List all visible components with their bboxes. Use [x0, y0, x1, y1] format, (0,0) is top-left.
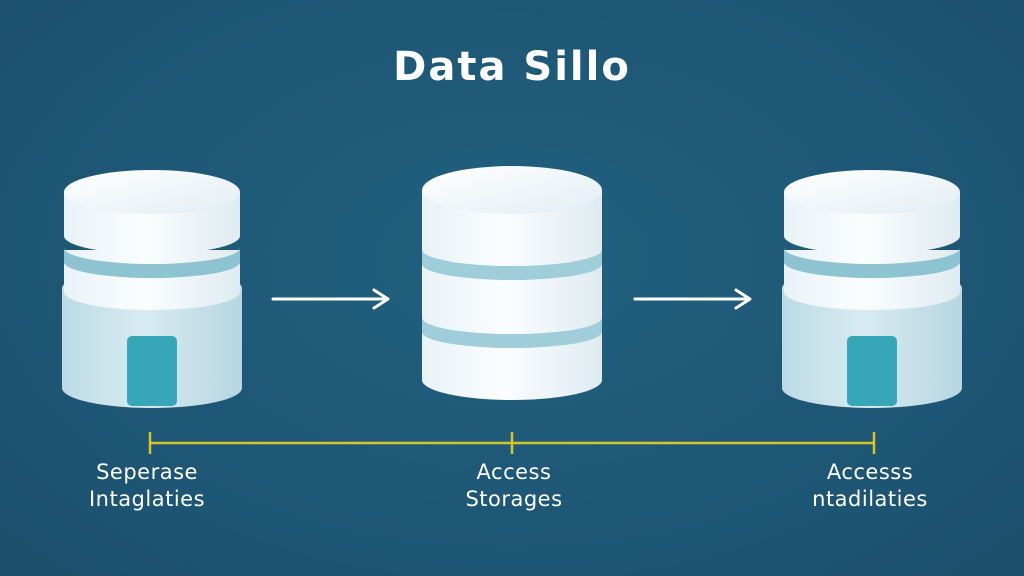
timeline [148, 432, 876, 454]
label-middle-line-2: Storages [465, 487, 563, 511]
silo-left-mid [64, 250, 240, 310]
label-right: Accesss ntadilaties [760, 459, 980, 513]
silo-middle-lid [422, 166, 602, 214]
label-left-line-2: Intaglaties [88, 487, 206, 511]
silo-middle [422, 166, 602, 400]
silo-left [62, 170, 242, 408]
label-middle-line-1: Access [476, 460, 552, 484]
arrow-left-to-middle [271, 288, 390, 310]
silo-right-band [784, 248, 960, 278]
silo-right-lid [784, 170, 960, 214]
label-left-line-1: Seperase [96, 460, 198, 484]
label-right-line-1: Accesss [826, 460, 914, 484]
diagram-title: Data Sillo [393, 44, 631, 90]
silo-right-mid [784, 250, 960, 310]
label-middle: Access Storages [404, 459, 624, 513]
silo-right [782, 170, 962, 408]
silo-right-door [847, 336, 897, 406]
silo-middle-band-1 [422, 250, 602, 280]
silo-middle-layer-2 [422, 262, 602, 334]
arrow-middle-to-right [633, 288, 752, 310]
label-right-line-2: ntadilaties [812, 487, 928, 511]
silo-left-band [64, 248, 240, 278]
silo-middle-band-2 [422, 318, 602, 348]
silo-left-lid [64, 170, 240, 214]
silo-left-door [127, 336, 177, 406]
label-left: Seperase Intaglaties [37, 459, 257, 513]
